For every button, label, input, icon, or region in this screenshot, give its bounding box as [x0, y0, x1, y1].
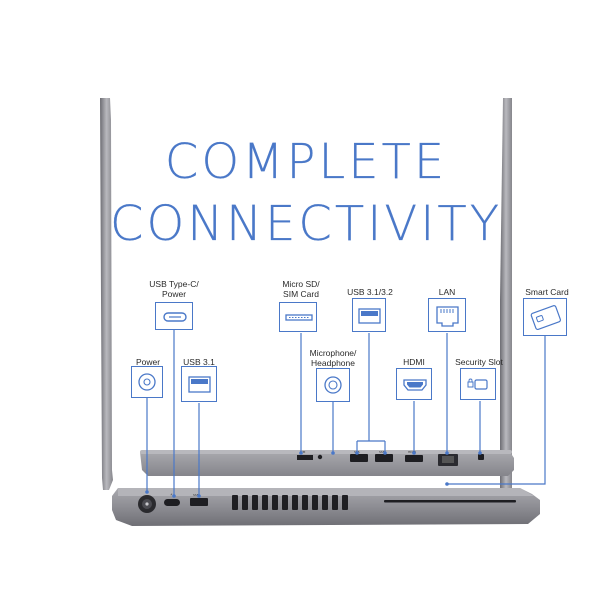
hdmi-label: HDMI [403, 357, 425, 367]
power-label: Power [135, 357, 161, 367]
lock-slot-icon [460, 368, 496, 400]
usb-3132-port-icon [352, 298, 386, 332]
usb-31-left-label: USB 3.1 [183, 357, 215, 367]
smart-card-label: Smart Card [525, 287, 569, 297]
audio-jack-icon [316, 368, 350, 402]
svg-text:SS5: SS5 [193, 493, 199, 497]
usb-a-port-icon [181, 366, 217, 402]
svg-text:SIM: SIM [300, 450, 306, 454]
lan-label: LAN [438, 287, 456, 297]
usb-3132-label: USB 3.1/3.2 [347, 287, 393, 297]
hdmi-port-icon [396, 368, 432, 400]
smart-card-icon [523, 298, 567, 336]
headline-line-2: CONNECTIVITY [109, 196, 503, 252]
usb-type-c-port-icon [155, 302, 193, 330]
svg-text:HDMI: HDMI [408, 450, 416, 454]
ethernet-port-icon [428, 298, 466, 332]
svg-text:⚡: ⚡ [170, 492, 173, 497]
sd-card-slot-icon [279, 302, 317, 332]
power-jack-icon [131, 366, 163, 398]
micro-sd-label: Micro SD/ SIM Card [282, 279, 320, 299]
headline-line-1: COMPLETE [164, 134, 448, 190]
usb-c-power-label: USB Type-C/ Power [149, 279, 199, 299]
microphone-label: Microphone/ Headphone [309, 348, 357, 368]
svg-text:SS5: SS5 [379, 450, 385, 454]
security-slot-label: Security Slot [455, 357, 503, 367]
